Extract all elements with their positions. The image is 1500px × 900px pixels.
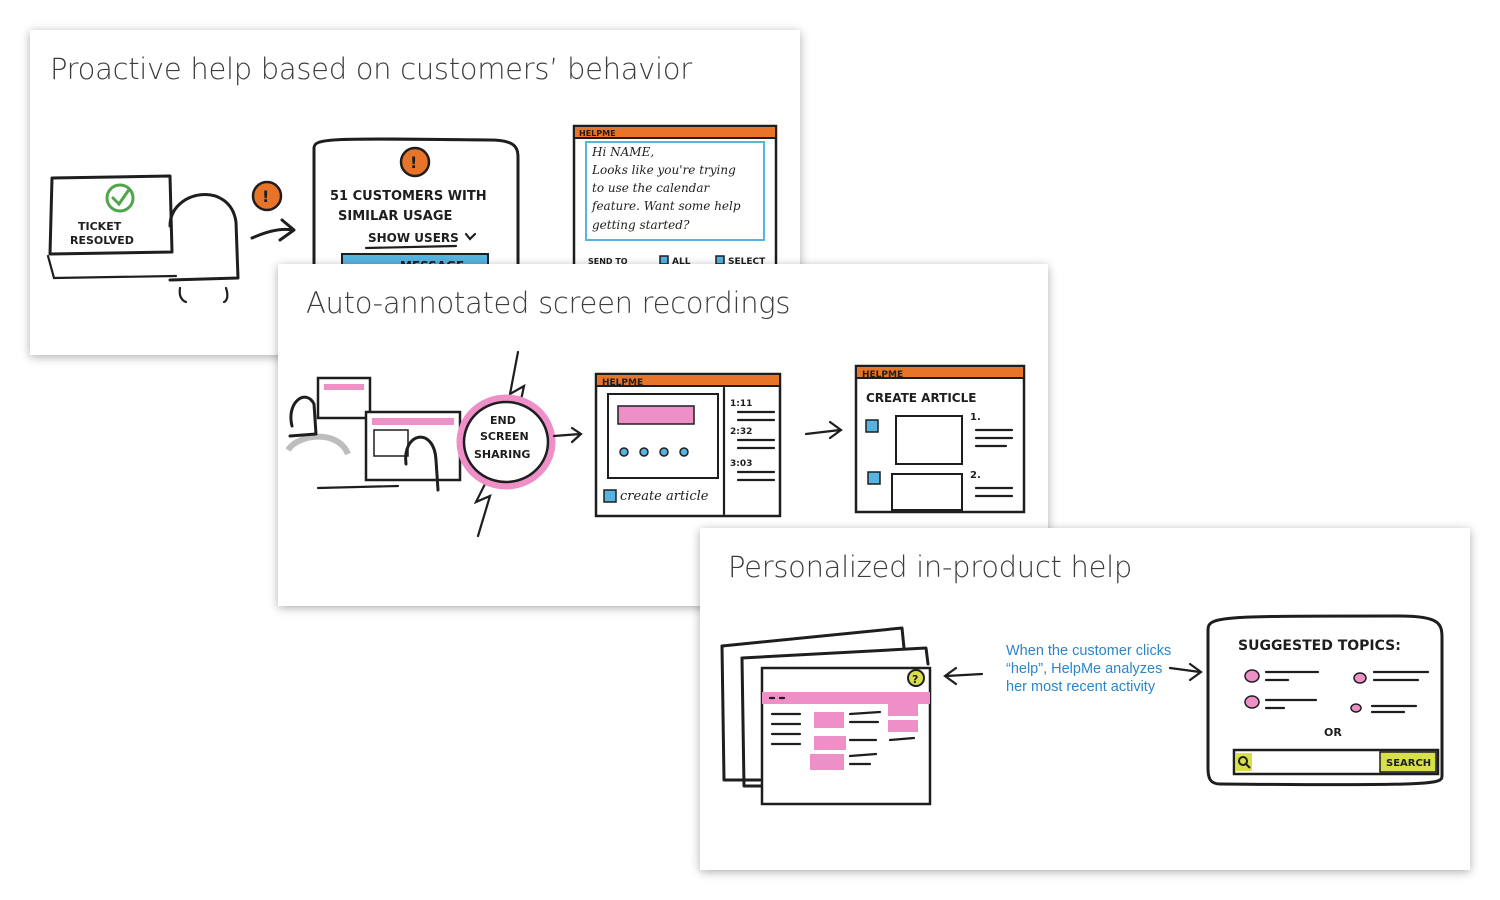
panel-line-1: 51 CUSTOMERS WITH: [330, 189, 487, 204]
svg-text:?: ?: [912, 673, 918, 686]
topic-bullet: [1353, 672, 1367, 684]
search-button[interactable]: [1379, 751, 1437, 773]
topic-bullet: [1244, 695, 1260, 709]
alert-icon: !: [251, 180, 283, 212]
bubble-line-2: SCREEN: [480, 430, 529, 443]
step-1-checkbox[interactable]: [865, 419, 879, 433]
note-line-4: feature. Want some help: [591, 199, 741, 213]
card-screen-recordings: Auto-annotated screen recordings END SCR…: [278, 264, 1048, 606]
create-article-label: create article: [620, 489, 709, 504]
timestamp-1: 1:11: [730, 399, 752, 409]
send-to-label: SEND TO: [588, 257, 628, 266]
bubble-line-3: SHARING: [474, 448, 530, 461]
ticket-label-2: RESOLVED: [70, 234, 134, 247]
svg-text:!: !: [410, 153, 417, 172]
card-title: Proactive help based on customers’ behav…: [50, 52, 692, 86]
helpme-tab: HELPME: [579, 129, 616, 138]
helpme-tab: HELPME: [602, 378, 643, 388]
card-personalized-help: Personalized in-product help When the cu…: [700, 528, 1470, 870]
card-title: Personalized in-product help: [728, 550, 1132, 584]
checkbox-all[interactable]: [659, 255, 669, 265]
or-label: OR: [1324, 726, 1342, 739]
show-users-link[interactable]: SHOW USERS: [368, 231, 459, 245]
checkbox-select[interactable]: [715, 255, 725, 265]
bubble-line-1: END: [490, 414, 516, 427]
alert-icon-panel: !: [399, 146, 431, 178]
check-circle-icon: [105, 183, 135, 213]
helpme-tab-2: HELPME: [862, 370, 903, 380]
step-1-label: 1.: [970, 412, 981, 423]
note-line-2: Looks like you're trying: [591, 163, 736, 177]
step-2-label: 2.: [970, 470, 981, 481]
sketch-personalized-help: ? SUGGESTED TOPICS: OR SEARCH: [720, 614, 1444, 806]
panel-line-2: SIMILAR USAGE: [338, 209, 452, 224]
search-icon: [1238, 756, 1251, 769]
card-title: Auto-annotated screen recordings: [306, 286, 791, 320]
create-article-title: CREATE ARTICLE: [866, 391, 976, 405]
note-line-1: Hi NAME,: [591, 145, 654, 159]
timestamp-2: 2:32: [730, 427, 752, 437]
topic-bullet: [1244, 669, 1260, 683]
step-2-checkbox[interactable]: [867, 471, 881, 485]
svg-text:!: !: [262, 187, 269, 206]
callout-text: When the customer clicks “help”, HelpMe …: [1006, 643, 1172, 695]
note-line-3: to use the calendar: [592, 181, 711, 195]
note-line-5: getting started?: [592, 218, 690, 232]
help-icon[interactable]: ?: [907, 669, 925, 687]
timestamp-3: 3:03: [730, 459, 752, 469]
sketch-screen-recordings: END SCREEN SHARING HELPME 1:11 2:32 3:03…: [285, 350, 1026, 538]
suggested-topics-title: SUGGESTED TOPICS:: [1238, 638, 1401, 654]
chevron-down-icon: [464, 232, 477, 241]
create-article-checkbox[interactable]: [603, 489, 617, 503]
option-all: ALL: [672, 257, 691, 267]
ticket-label-1: TICKET: [78, 220, 122, 233]
option-select: SELECT: [728, 257, 766, 267]
search-button-label: SEARCH: [1386, 758, 1431, 769]
topic-bullet: [1350, 703, 1362, 713]
